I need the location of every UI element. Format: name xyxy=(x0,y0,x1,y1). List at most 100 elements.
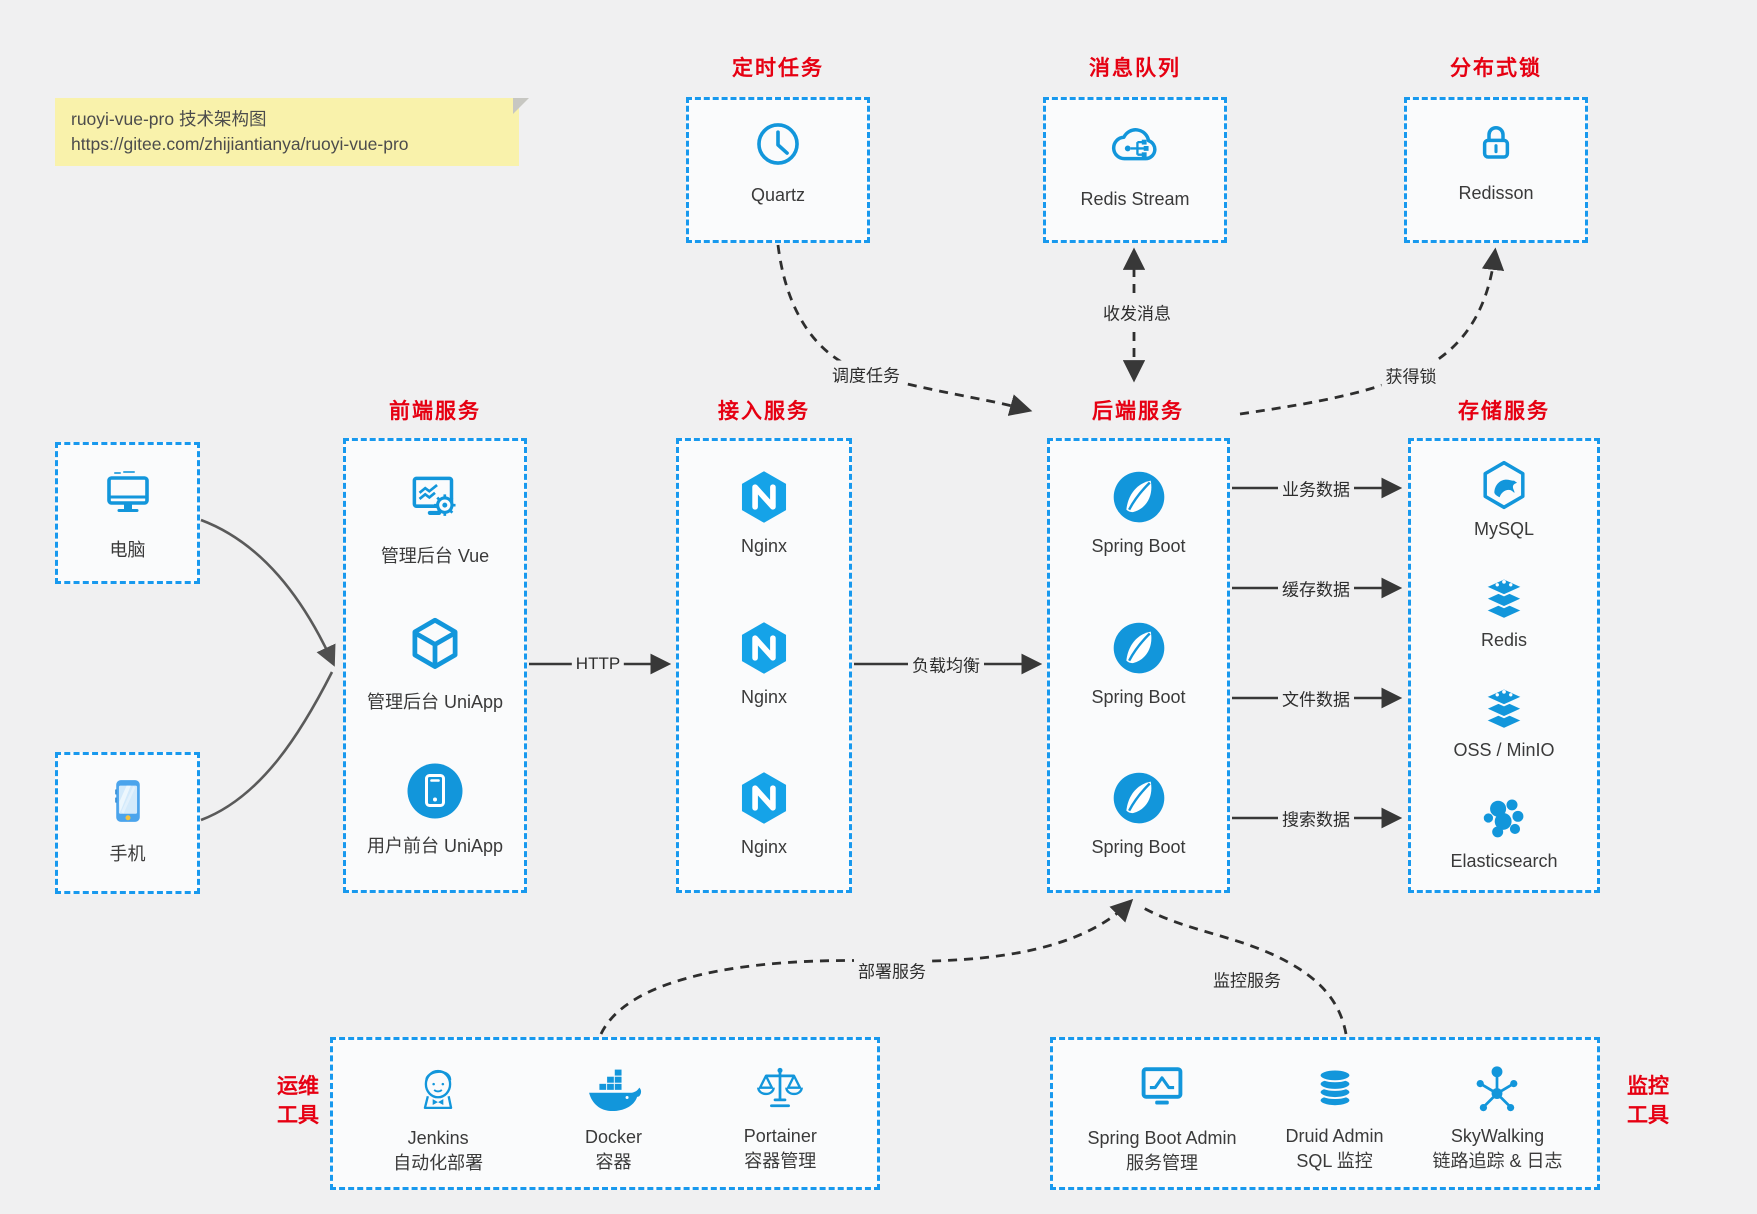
group-title-storage: 存储服务 xyxy=(1458,400,1550,423)
edge-label-search-data: 搜索数据 xyxy=(1278,804,1354,832)
edge-label-cache-data: 缓存数据 xyxy=(1278,574,1354,602)
clock-icon xyxy=(749,115,807,173)
mysql-icon xyxy=(1476,457,1532,513)
node-admin-vue: 管理后台 Vue xyxy=(381,467,489,568)
edge-label-file-data: 文件数据 xyxy=(1278,684,1354,712)
label-ops-tools: 运维 工具 xyxy=(277,1075,319,1127)
node-label: OSS / MinIO xyxy=(1453,740,1555,761)
label-monitor-tools: 监控 工具 xyxy=(1627,1075,1669,1127)
edge-label-lock: 获得锁 xyxy=(1381,361,1441,389)
lock-icon xyxy=(1468,115,1524,171)
edge-phone-to-frontend xyxy=(200,671,334,822)
admin-vue-icon xyxy=(402,467,468,533)
node-redis: Redis xyxy=(1477,570,1531,651)
edge-label-monitor: 监控服务 xyxy=(1209,965,1285,993)
group-title-backend: 后端服务 xyxy=(1092,400,1184,423)
edge-label-business-data: 业务数据 xyxy=(1278,474,1354,502)
node-spring-boot-3: Spring Boot xyxy=(1091,768,1186,858)
node-skywalking: SkyWalking 链路追踪 & 日志 xyxy=(1432,1060,1563,1174)
edge-deploy-service xyxy=(599,898,1134,1035)
node-mysql: MySQL xyxy=(1474,457,1534,540)
node-user-uniapp: 用户前台 UniApp xyxy=(367,759,503,858)
spring-icon xyxy=(1109,618,1169,678)
group-frontend-services: 管理后台 Vue 管理后台 UniApp 用户前台 UniApp xyxy=(343,438,527,893)
tool-name: Jenkins xyxy=(407,1127,469,1148)
group-title-distributed-lock: 分布式锁 xyxy=(1450,57,1542,80)
group-title-scheduled-jobs: 定时任务 xyxy=(732,57,824,80)
node-pc: 电脑 xyxy=(55,442,200,584)
node-label: Spring Boot xyxy=(1091,536,1186,556)
tool-desc: 服务管理 xyxy=(1126,1152,1199,1173)
druid-database-icon xyxy=(1306,1060,1364,1118)
node-label: Redis xyxy=(1480,629,1528,650)
node-redis-stream: Redis Stream xyxy=(1043,97,1227,243)
node-elasticsearch: Elasticsearch xyxy=(1450,791,1558,872)
smartphone-icon xyxy=(99,772,157,830)
tool-name: Portainer xyxy=(743,1125,817,1146)
docker-icon xyxy=(583,1059,643,1119)
node-quartz: Quartz xyxy=(686,97,870,243)
jenkins-icon xyxy=(407,1058,469,1120)
note-title: ruoyi-vue-pro 技术架构图 xyxy=(71,109,267,129)
node-label: 电脑 xyxy=(109,540,146,560)
edge-label-schedule: 调度任务 xyxy=(828,360,904,388)
node-label: Quartz xyxy=(750,185,806,205)
elasticsearch-icon xyxy=(1477,791,1531,845)
group-storage-services: MySQL Redis OSS / MinIO Elasticsearch xyxy=(1408,438,1600,893)
portainer-icon xyxy=(751,1060,809,1118)
edge-label-message: 收发消息 xyxy=(1099,298,1175,326)
node-spring-boot-2: Spring Boot xyxy=(1091,618,1186,708)
spring-icon xyxy=(1109,768,1169,828)
node-redisson: Redisson xyxy=(1404,97,1588,243)
tool-desc: 自动化部署 xyxy=(393,1152,484,1173)
node-label: Nginx xyxy=(740,837,788,857)
node-admin-uniapp: 管理后台 UniApp xyxy=(367,613,503,714)
group-title-frontend: 前端服务 xyxy=(389,400,481,423)
skywalking-icon xyxy=(1468,1060,1526,1118)
node-label: 手机 xyxy=(109,844,146,864)
node-label: 用户前台 UniApp xyxy=(366,836,504,856)
sticky-note: ruoyi-vue-pro 技术架构图 https://gitee.com/zh… xyxy=(55,98,529,166)
edge-monitor-service xyxy=(1139,904,1348,1035)
tool-desc: 容器 xyxy=(595,1151,632,1172)
node-label: Nginx xyxy=(740,536,788,556)
tool-name: Docker xyxy=(584,1126,642,1147)
tool-desc: SQL 监控 xyxy=(1296,1150,1373,1171)
node-label: Redisson xyxy=(1458,183,1534,203)
redis-stack-icon xyxy=(1477,680,1531,734)
node-mobile: 手机 xyxy=(55,752,200,894)
group-backend-services: Spring Boot Spring Boot Spring Boot xyxy=(1047,438,1230,893)
node-oss-minio: OSS / MinIO xyxy=(1453,680,1555,761)
node-spring-boot-admin: Spring Boot Admin 服务管理 xyxy=(1087,1058,1237,1176)
group-title-message-queue: 消息队列 xyxy=(1089,57,1181,80)
user-uniapp-icon xyxy=(403,759,467,823)
edge-label-deploy: 部署服务 xyxy=(854,956,930,984)
node-portainer: Portainer 容器管理 xyxy=(744,1060,817,1174)
node-label: Elasticsearch xyxy=(1450,850,1558,871)
spring-boot-admin-icon xyxy=(1131,1058,1193,1120)
node-nginx-1: Nginx xyxy=(734,467,794,557)
note-url: https://gitee.com/zhijiantianya/ruoyi-vu… xyxy=(71,134,409,154)
node-spring-boot-1: Spring Boot xyxy=(1091,467,1186,557)
group-title-gateway: 接入服务 xyxy=(718,400,810,423)
node-nginx-3: Nginx xyxy=(734,768,794,858)
tool-name: SkyWalking xyxy=(1450,1125,1545,1146)
node-nginx-2: Nginx xyxy=(734,618,794,708)
spring-icon xyxy=(1109,467,1169,527)
desktop-icon xyxy=(96,462,160,526)
edge-pc-to-frontend xyxy=(200,518,336,667)
tool-desc: 链路追踪 & 日志 xyxy=(1432,1150,1563,1171)
nginx-icon xyxy=(734,768,794,828)
edge-label-load-balance: 负载均衡 xyxy=(908,650,984,678)
node-docker: Docker 容器 xyxy=(583,1059,643,1175)
group-ops-tools: Jenkins 自动化部署 Docker 容器 Portainer 容器管理 xyxy=(330,1037,880,1190)
node-label: Nginx xyxy=(740,686,788,707)
cloud-stream-icon xyxy=(1104,115,1166,177)
group-monitor-tools: Spring Boot Admin 服务管理 Druid Admin SQL 监… xyxy=(1050,1037,1600,1190)
node-label: Spring Boot xyxy=(1091,686,1186,707)
tool-name: Spring Boot Admin xyxy=(1087,1127,1237,1148)
node-label: 管理后台 UniApp xyxy=(366,692,504,712)
group-gateway-services: Nginx Nginx Nginx xyxy=(676,438,852,893)
uniapp-cube-icon xyxy=(402,613,468,679)
